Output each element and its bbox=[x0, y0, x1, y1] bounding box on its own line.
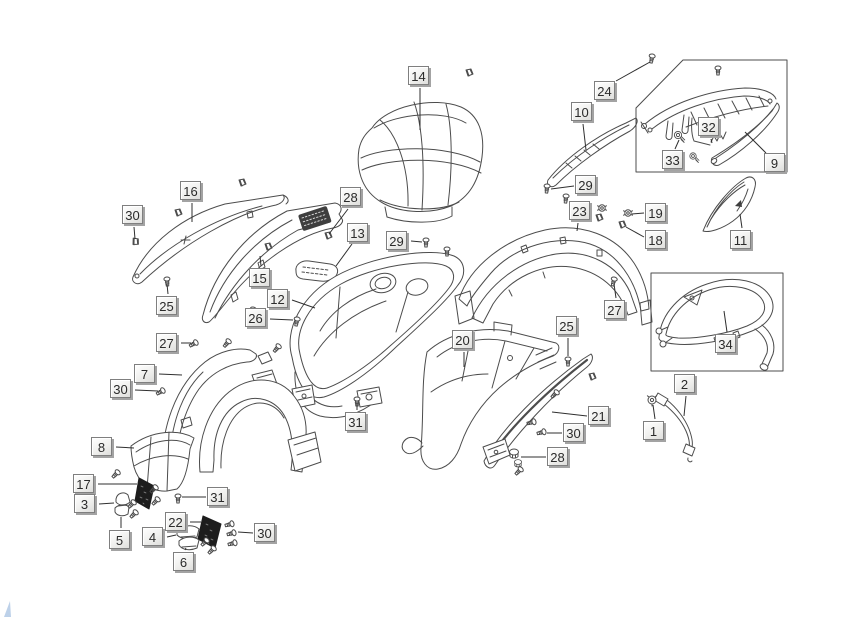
callout-16[interactable]: 16 bbox=[180, 181, 201, 200]
leader-line-29-mid bbox=[410, 240, 423, 243]
leader-line-1 bbox=[652, 404, 656, 420]
part-cable bbox=[653, 392, 696, 463]
callout-11[interactable]: 11 bbox=[730, 230, 751, 249]
callout-10[interactable]: 10 bbox=[571, 102, 592, 121]
part-lower-panel bbox=[130, 431, 195, 492]
part-wedge-pair bbox=[176, 525, 200, 551]
leader-line-34 bbox=[723, 310, 728, 333]
callout-20[interactable]: 20 bbox=[452, 330, 473, 349]
callout-5[interactable]: 5 bbox=[109, 530, 130, 549]
callout-8[interactable]: 8 bbox=[91, 437, 112, 456]
callout-7[interactable]: 7 bbox=[134, 364, 155, 383]
callout-25-left[interactable]: 25 bbox=[156, 296, 177, 315]
leader-line-18 bbox=[625, 226, 645, 238]
part-inspection-cover bbox=[295, 260, 339, 282]
leader-line-2 bbox=[683, 395, 687, 417]
callout-6[interactable]: 6 bbox=[173, 552, 194, 571]
leader-line-30-left bbox=[133, 226, 136, 240]
part-cap-pair-left bbox=[114, 492, 131, 517]
callout-32[interactable]: 32 bbox=[698, 117, 719, 136]
part-reflector-upper bbox=[134, 477, 155, 510]
corner-watermark bbox=[4, 601, 11, 617]
part-side-fin bbox=[702, 176, 756, 232]
leader-line-8 bbox=[115, 446, 135, 449]
callout-23[interactable]: 23 bbox=[569, 201, 590, 220]
callout-26[interactable]: 26 bbox=[245, 308, 266, 327]
leader-line-23 bbox=[576, 222, 579, 232]
callout-27-right[interactable]: 27 bbox=[604, 300, 625, 319]
leader-line-21 bbox=[551, 411, 588, 417]
leader-line-32 bbox=[710, 138, 713, 144]
callout-15[interactable]: 15 bbox=[249, 268, 270, 287]
part-rear-frame bbox=[162, 348, 322, 473]
callout-30-mid-left[interactable]: 30 bbox=[110, 379, 131, 398]
callout-31-mid[interactable]: 31 bbox=[345, 412, 366, 431]
callout-27-left[interactable]: 27 bbox=[156, 333, 177, 352]
callout-28-left[interactable]: 28 bbox=[340, 187, 361, 206]
leader-line-4 bbox=[166, 534, 177, 538]
callout-17[interactable]: 17 bbox=[73, 474, 94, 493]
part-top-box bbox=[357, 101, 484, 223]
callout-22[interactable]: 22 bbox=[165, 512, 186, 531]
callout-29-top[interactable]: 29 bbox=[575, 175, 596, 194]
leader-line-29-top bbox=[550, 185, 575, 190]
part-helmet-bucket bbox=[251, 252, 465, 419]
leader-line-30-mid-left bbox=[134, 389, 159, 392]
callout-12[interactable]: 12 bbox=[267, 289, 288, 308]
leader-line-33 bbox=[674, 139, 680, 150]
callout-33[interactable]: 33 bbox=[662, 150, 683, 169]
leader-line-28-left bbox=[328, 208, 349, 235]
leader-line-19 bbox=[631, 212, 645, 215]
callout-31-bottom[interactable]: 31 bbox=[207, 487, 228, 506]
part-seat-frame-rail bbox=[454, 227, 653, 326]
callout-24[interactable]: 24 bbox=[594, 81, 615, 100]
callout-13[interactable]: 13 bbox=[347, 223, 368, 242]
callout-14[interactable]: 14 bbox=[408, 66, 429, 85]
part-luggage-rack-box bbox=[635, 59, 788, 173]
callout-19[interactable]: 19 bbox=[645, 203, 666, 222]
leader-line-15 bbox=[259, 255, 262, 267]
part-rear-spoiler bbox=[547, 117, 638, 188]
leader-line-13 bbox=[335, 243, 353, 267]
callout-30-mid-right[interactable]: 30 bbox=[563, 423, 584, 442]
part-spoiler-strip-upper bbox=[132, 194, 289, 285]
leader-line-12 bbox=[291, 299, 316, 309]
part-side-trim-strip bbox=[482, 353, 593, 469]
leader-lines bbox=[98, 61, 767, 551]
leader-line-24 bbox=[615, 61, 651, 82]
callout-34[interactable]: 34 bbox=[715, 334, 736, 353]
leader-line-7 bbox=[158, 373, 183, 376]
callout-30-left[interactable]: 30 bbox=[122, 205, 143, 224]
leader-line-10 bbox=[582, 123, 587, 151]
leader-line-25-left bbox=[166, 283, 169, 295]
callout-2[interactable]: 2 bbox=[674, 374, 695, 393]
callout-30-bottom[interactable]: 30 bbox=[254, 523, 275, 542]
callout-29-mid[interactable]: 29 bbox=[386, 231, 407, 250]
callout-9[interactable]: 9 bbox=[764, 153, 785, 172]
callout-4[interactable]: 4 bbox=[142, 527, 163, 546]
leader-line-30-bottom bbox=[237, 531, 254, 534]
callout-25-right[interactable]: 25 bbox=[556, 316, 577, 335]
callout-3[interactable]: 3 bbox=[74, 494, 95, 513]
leader-line-11 bbox=[739, 213, 743, 229]
part-side-cover bbox=[401, 321, 560, 470]
leader-line-9 bbox=[744, 131, 767, 154]
callout-21[interactable]: 21 bbox=[588, 406, 609, 425]
callout-28-bottom[interactable]: 28 bbox=[547, 447, 568, 466]
callout-1[interactable]: 1 bbox=[643, 421, 664, 440]
leader-line-6 bbox=[184, 547, 187, 551]
leader-line-27-right bbox=[613, 283, 617, 299]
callout-18[interactable]: 18 bbox=[645, 230, 666, 249]
leader-line-3 bbox=[98, 502, 115, 505]
leader-line-26 bbox=[269, 318, 294, 321]
